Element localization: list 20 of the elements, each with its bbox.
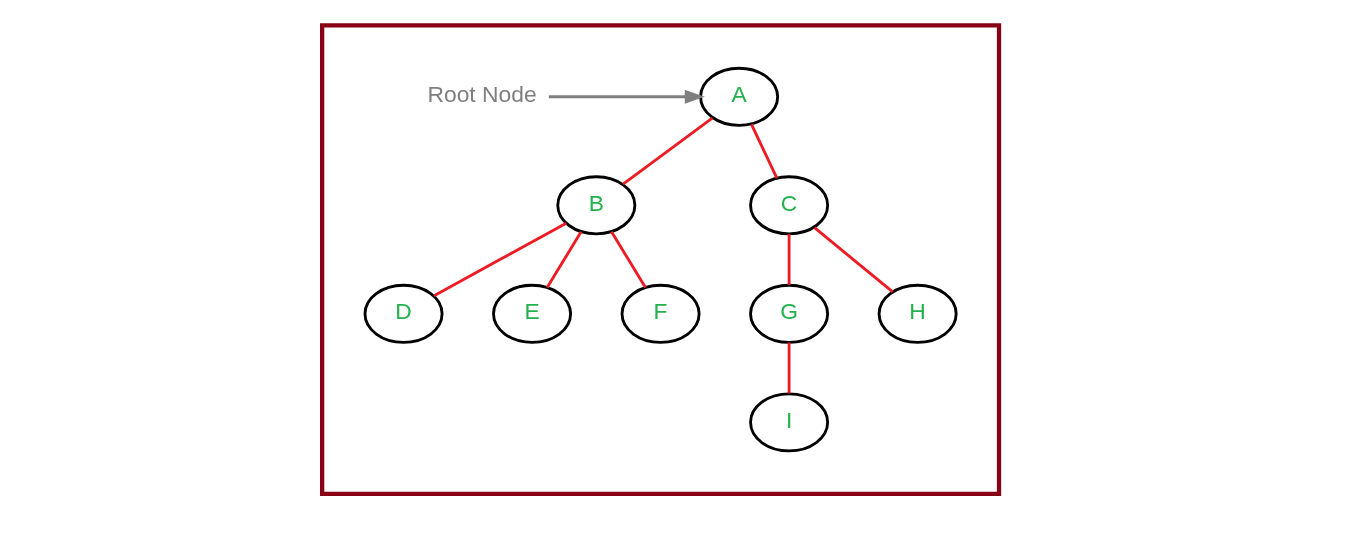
connector xyxy=(787,342,791,394)
connector xyxy=(609,231,647,289)
node-ellipse: I xyxy=(748,392,829,453)
node-ellipse: C xyxy=(748,175,829,236)
node-ellipse: H xyxy=(877,283,958,344)
node-ellipse: B xyxy=(555,175,636,236)
node-ellipse: G xyxy=(748,283,829,344)
connector xyxy=(749,123,778,179)
node-ellipse: E xyxy=(491,283,572,344)
connector xyxy=(813,226,894,294)
cluster xyxy=(319,23,1001,496)
node-ellipse: D xyxy=(363,283,443,344)
node-text: Root Node xyxy=(427,81,537,108)
node-ellipse: F xyxy=(620,283,701,344)
connector xyxy=(432,222,567,297)
connector xyxy=(545,231,582,289)
node-ellipse: A xyxy=(698,66,779,127)
arrow xyxy=(548,89,705,104)
connector xyxy=(787,233,791,285)
connector xyxy=(621,116,713,186)
